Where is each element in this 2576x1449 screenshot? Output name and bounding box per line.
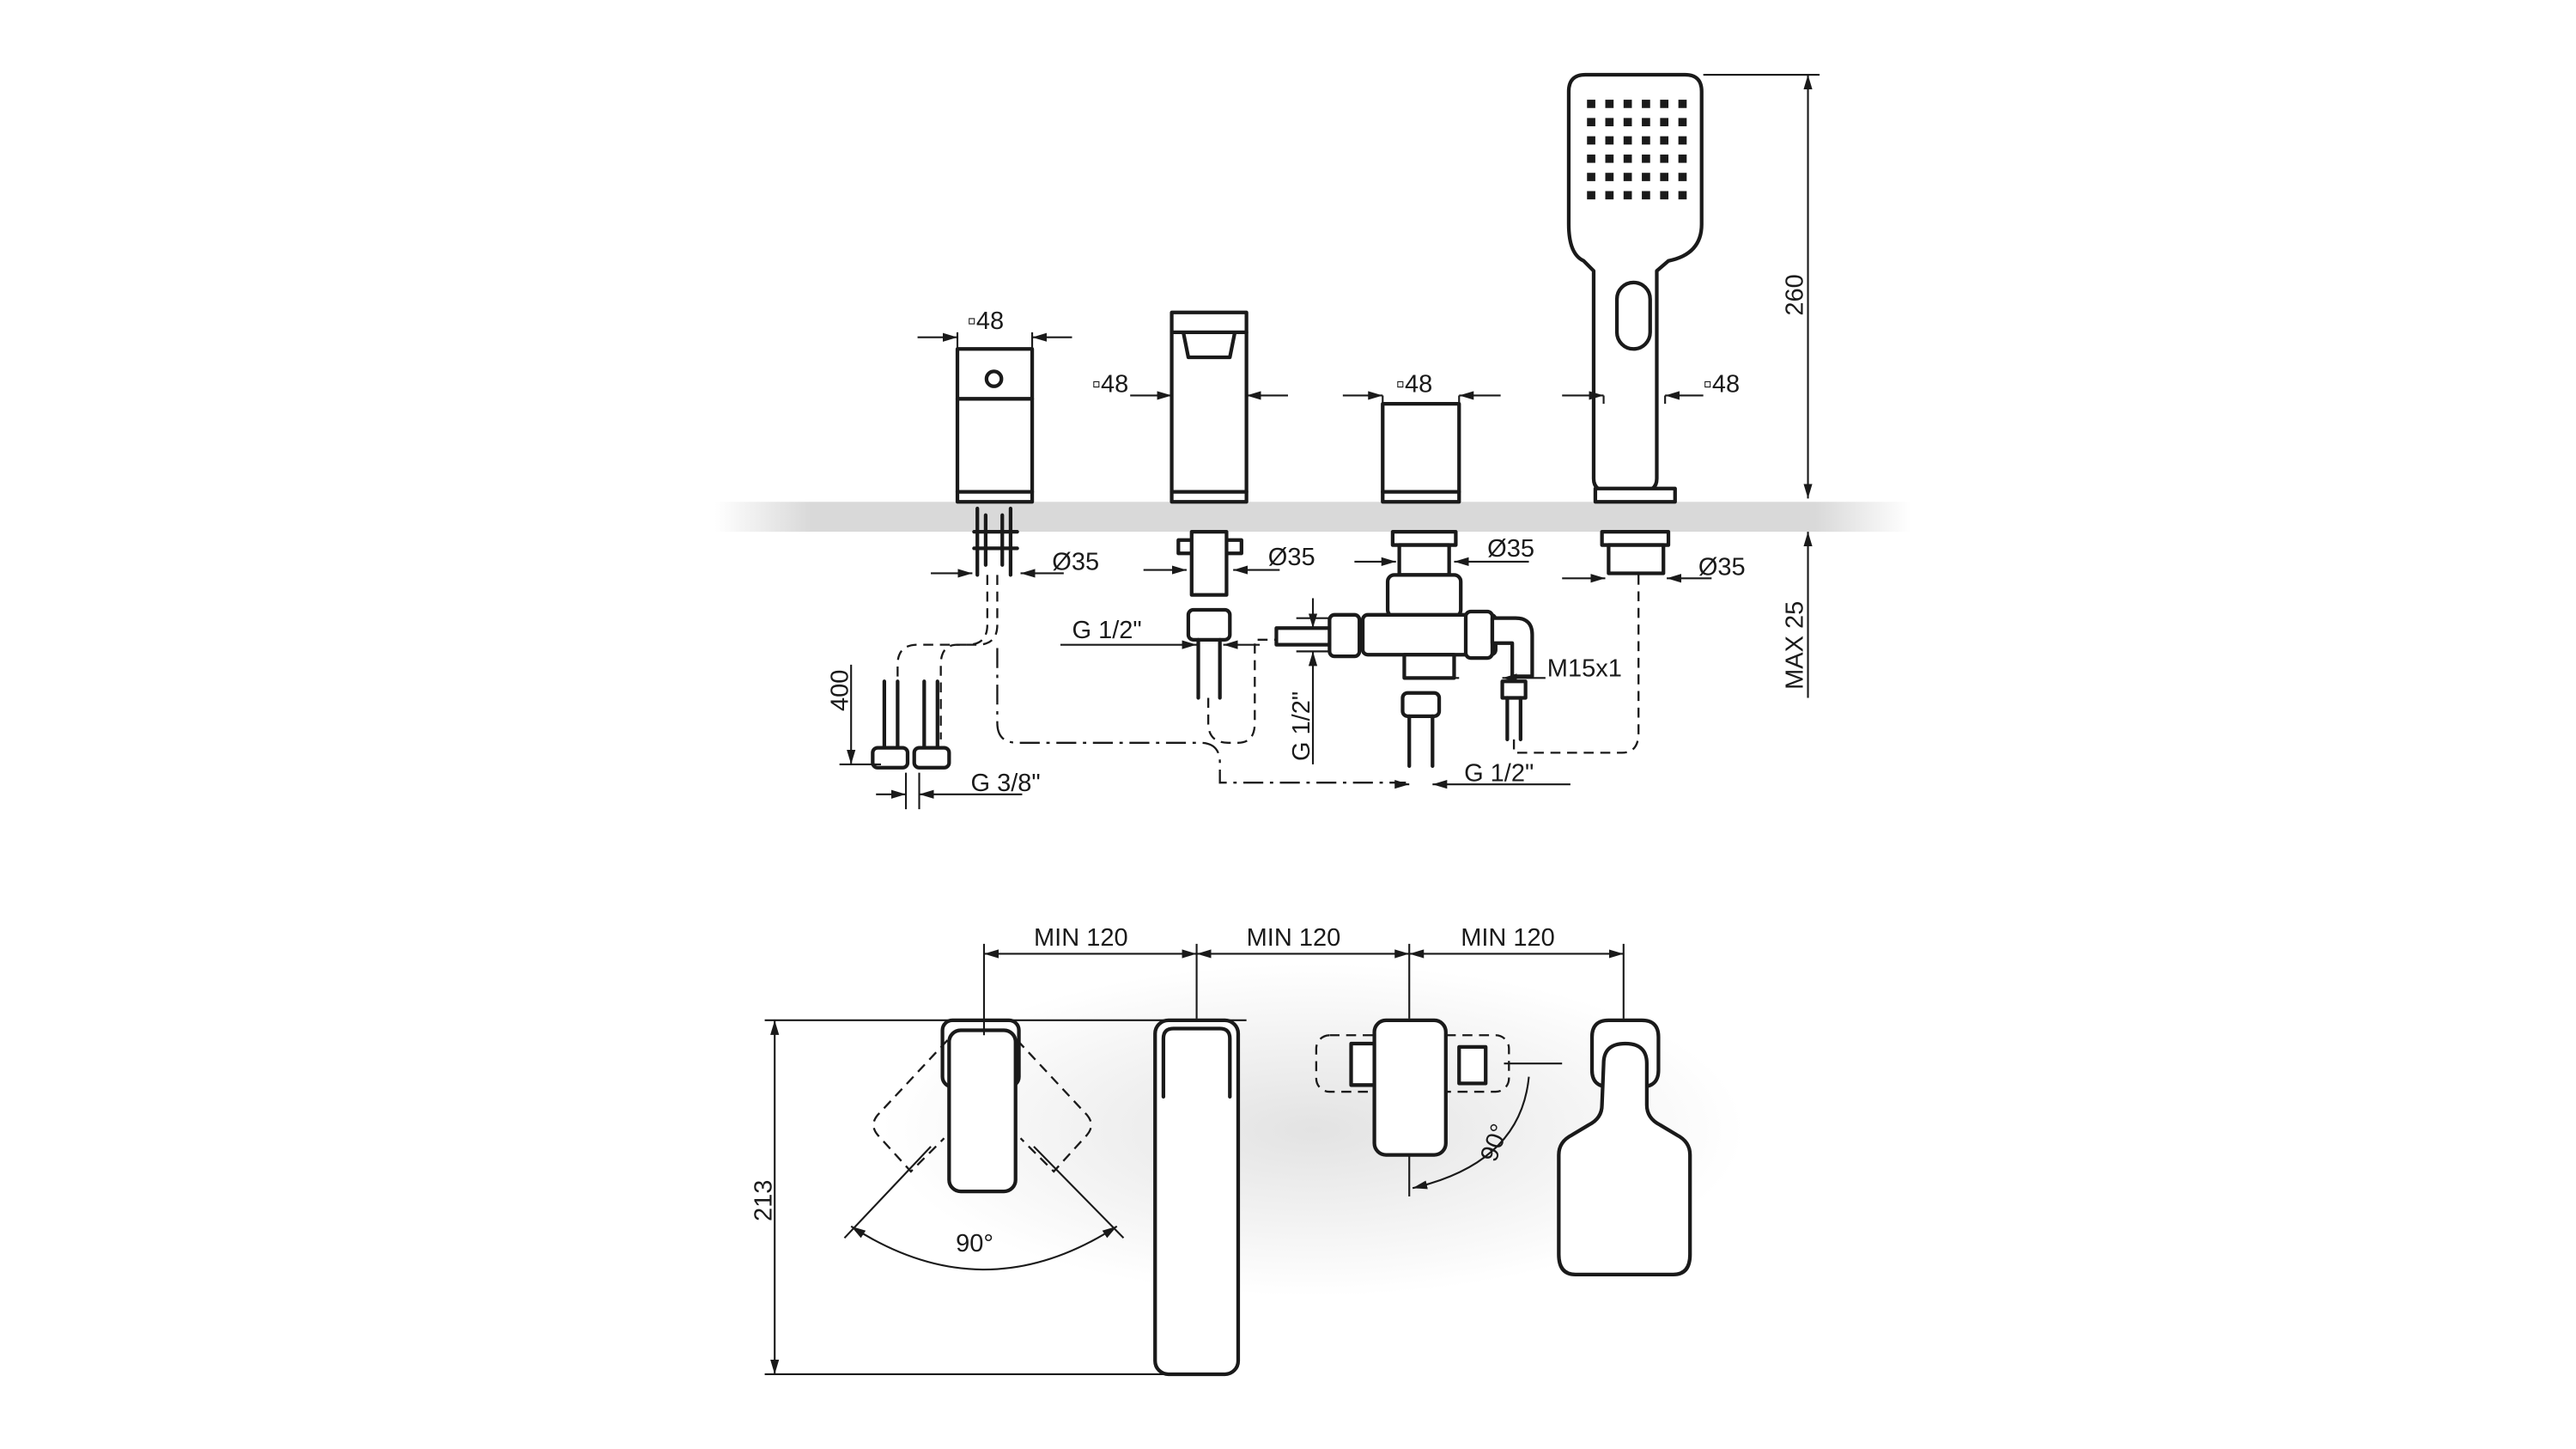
spray-nozzles-icon xyxy=(1587,100,1687,200)
label-thread-bottom: G 1/2" xyxy=(1464,759,1534,787)
label-square-48-shower: ▫48 xyxy=(1704,371,1741,399)
label-square-48-spout: ▫48 xyxy=(1092,371,1129,399)
label-diameter-mixer: Ø35 xyxy=(1487,535,1534,563)
label-thread-hose: M15x1 xyxy=(1547,654,1622,682)
label-spacing-3: MIN 120 xyxy=(1461,924,1555,952)
side-view-labels: ▫48 ▫48 ▫48 ▫48 Ø35 Ø35 Ø35 Ø35 G 1/2" G… xyxy=(826,274,1808,797)
label-deck-thickness: MAX 25 xyxy=(1782,601,1809,690)
label-square-48-diverter: ▫48 xyxy=(968,307,1005,335)
top-view-labels: MIN 120 MIN 120 MIN 120 213 90° 90° xyxy=(750,924,1554,1257)
dimension-lines xyxy=(839,73,1820,810)
label-shower-height: 260 xyxy=(1782,274,1809,315)
label-thread-vertical: G 1/2" xyxy=(1288,691,1315,761)
label-spacing-2: MIN 120 xyxy=(1247,924,1341,952)
deck-surface xyxy=(714,502,1911,533)
spout-top xyxy=(1153,1018,1241,1377)
label-square-48-mixer: ▫48 xyxy=(1396,371,1433,399)
hand-shower-top xyxy=(1557,1018,1692,1276)
diverter-top xyxy=(1315,1018,1563,1196)
label-depth: 213 xyxy=(750,1180,777,1221)
mixer-top xyxy=(843,1018,1125,1270)
spout-side xyxy=(1170,310,1275,744)
label-angle-mixer: 90° xyxy=(956,1230,993,1257)
label-diameter-spout: Ø35 xyxy=(1268,544,1315,571)
label-thread-supply: G 3/8" xyxy=(970,770,1040,797)
diverter-side xyxy=(871,347,1406,784)
label-diameter-diverter: Ø35 xyxy=(1052,549,1099,576)
label-diameter-shower: Ø35 xyxy=(1698,553,1746,581)
label-spacing-1: MIN 120 xyxy=(1034,924,1128,952)
hand-shower-side xyxy=(1566,72,1704,575)
label-hose-length: 400 xyxy=(826,670,854,711)
label-thread-spout: G 1/2" xyxy=(1072,617,1141,644)
mixer-side xyxy=(1274,401,1640,768)
top-dimension-lines xyxy=(764,943,1625,1376)
